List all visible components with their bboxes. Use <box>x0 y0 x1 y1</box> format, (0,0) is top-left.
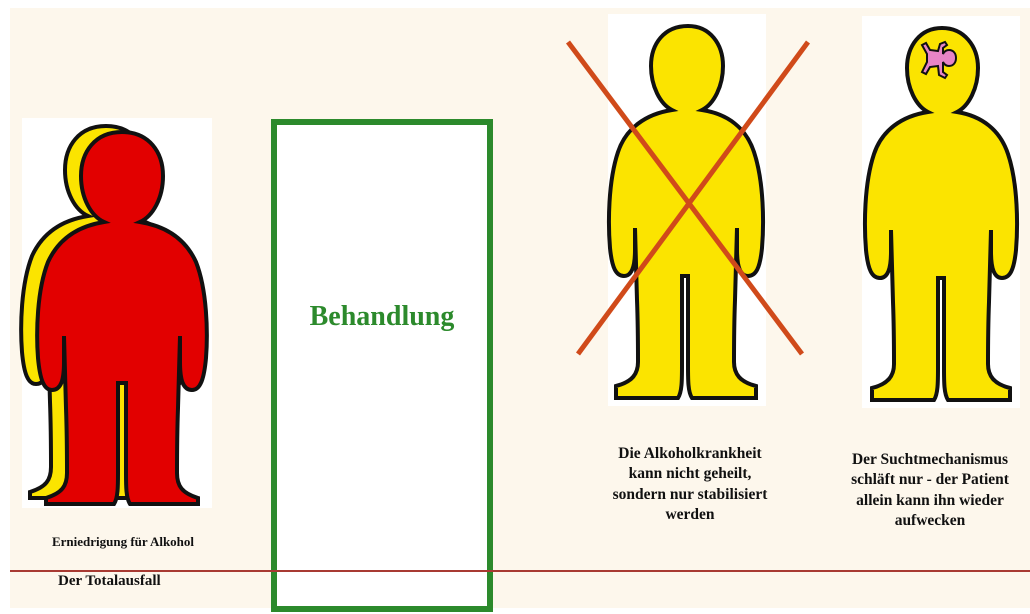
treatment-label: Behandlung <box>277 301 487 333</box>
caption-line: Der Suchtmechanismus <box>825 450 1030 470</box>
sleeping-addiction-person-icon <box>862 16 1020 408</box>
red-person-icon <box>22 118 212 508</box>
caption-line: schläft nur - der Patient <box>825 470 1030 490</box>
crossed-person-icon <box>560 14 820 406</box>
caption-disease-not-curable: Die Alkoholkrankheit kann nicht geheilt,… <box>570 444 810 526</box>
caption-addiction-sleeps: Der Suchtmechanismus schläft nur - der P… <box>825 450 1030 532</box>
treatment-box: Behandlung <box>271 119 493 612</box>
caption-line: Die Alkoholkrankheit <box>570 444 810 464</box>
caption-line: kann nicht geheilt, <box>570 464 810 484</box>
caption-line: allein kann ihn wieder <box>825 491 1030 511</box>
caption-line: sondern nur stabilisiert <box>570 485 810 505</box>
caption-total-failure: Der Totalausfall <box>40 572 228 592</box>
caption-line: aufwecken <box>825 511 1030 531</box>
caption-line: werden <box>570 505 810 525</box>
caption-humiliation: Erniedrigung für Alkohol <box>28 533 218 550</box>
